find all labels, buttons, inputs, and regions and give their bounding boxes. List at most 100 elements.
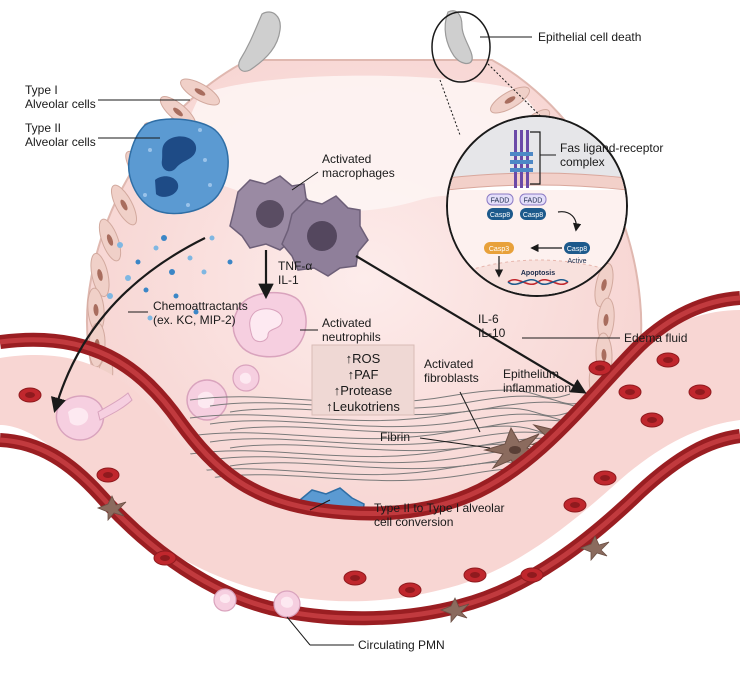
- fibrin-strand: [209, 395, 591, 410]
- chemoattractant-dot: [143, 287, 149, 293]
- activated-macrophage-2: [281, 195, 369, 277]
- leader-lines: [98, 36, 620, 646]
- type2-cell-body: [128, 118, 229, 215]
- label-fibroblasts: Activated fibroblasts: [424, 357, 479, 385]
- chemoattractant-dot: [147, 315, 153, 321]
- conversion-leader: [309, 499, 331, 511]
- casp8-left: [487, 208, 513, 220]
- type1-epithelial-cell: [90, 252, 110, 298]
- casp8-active: [564, 242, 590, 254]
- chemoattractant-dot: [201, 269, 207, 275]
- type2-alveolar-cell: [128, 118, 229, 215]
- fas-receptor: [510, 130, 533, 188]
- type1-epithelial-cell: [98, 218, 122, 262]
- casp8-active-label: Casp8: [567, 246, 587, 253]
- type1-epithelial-cell: [110, 184, 138, 226]
- mediator-item: ↑PAF: [348, 367, 379, 382]
- chemoattractant-particles: [57, 235, 233, 458]
- endothelial-cell: [96, 495, 127, 522]
- fadd-right: [519, 193, 547, 206]
- type2-cell-nucleus-2: [155, 176, 179, 197]
- circulating-pmn-2: [213, 588, 237, 612]
- label-type1: Type I Alveolar cells: [25, 83, 96, 111]
- casp8-left-label: Casp8: [490, 212, 510, 219]
- casp3-label: Casp3: [489, 246, 509, 253]
- zoom-line-left: [439, 79, 461, 136]
- endothelial-fibroblasts: [96, 495, 610, 624]
- il6-il10-arrow: [355, 255, 587, 394]
- label-epithelial-cell-death: Epithelial cell death: [538, 30, 641, 44]
- endothelial-cell: [439, 597, 470, 624]
- migrating-neutrophil-small: [232, 364, 260, 392]
- fadd-right-label: FADD: [524, 198, 543, 205]
- dead-epithelial-cell-left: [238, 11, 281, 72]
- chemoattractant-dot: [169, 269, 175, 275]
- activated-neutrophil: [232, 291, 307, 358]
- chemotaxis-arrow: [50, 237, 206, 413]
- red-blood-cell: [688, 384, 712, 400]
- red-blood-cell: [96, 467, 120, 483]
- red-blood-cell: [563, 497, 587, 513]
- label-epithelium-inflammation: Epithelium inflammation: [503, 367, 571, 395]
- label-macrophages: Activated macrophages: [322, 152, 395, 180]
- chemoattractant-dot: [173, 293, 179, 299]
- chemoattractant-dot: [227, 259, 233, 265]
- type1-epithelial-cell: [180, 78, 220, 106]
- fadd-left: [486, 193, 514, 206]
- fibrin-strand: [189, 407, 571, 422]
- chemoattractant-dot: [209, 235, 215, 241]
- label-chemoattractants: Chemoattractants (ex. KC, MIP-2): [153, 299, 251, 327]
- mediator-item: ↑ROS: [346, 351, 381, 366]
- red-blood-cell: [520, 567, 544, 583]
- red-blood-cell: [398, 582, 422, 598]
- mediator-box: ↑ROS↑PAF↑Protease↑Leukotriens: [311, 344, 415, 416]
- nucleus: [469, 259, 611, 295]
- label-type2: Type II Alveolar cells: [25, 121, 96, 149]
- type2-cell-granules: [143, 128, 212, 207]
- migrating-neutrophil: [186, 379, 228, 421]
- zoom-source-circle: [431, 11, 491, 83]
- chemoattractant-dot: [153, 245, 159, 251]
- cell-membrane: [448, 172, 626, 191]
- active-label: Active: [567, 258, 586, 265]
- chemoattractant-dot: [161, 235, 167, 241]
- chemoattractant-dot: [135, 259, 141, 265]
- label-fibrin: Fibrin: [380, 430, 410, 444]
- chemoattractant-dot: [193, 309, 199, 315]
- casp8-right-label: Casp8: [523, 212, 543, 219]
- mediator-box-bg: [311, 344, 415, 416]
- apoptosis-label: Apoptosis: [521, 270, 555, 277]
- label-edema: Edema fluid: [624, 331, 687, 345]
- red-blood-cell: [656, 352, 680, 368]
- circulating-pmn: [273, 590, 301, 618]
- casp3: [484, 242, 514, 254]
- red-blood-cell: [588, 360, 612, 376]
- fadd-left-label: FADD: [491, 198, 510, 205]
- red-blood-cell: [618, 384, 642, 400]
- casp8-activation-arrow: [557, 211, 582, 232]
- mediator-item: ↑Leukotriens: [326, 399, 400, 414]
- red-blood-cell: [593, 470, 617, 486]
- red-blood-cell: [153, 550, 177, 566]
- fibrin-strand: [189, 389, 571, 404]
- pmn-leader-a: [286, 616, 311, 646]
- type1-epithelial-cell: [594, 262, 614, 308]
- macrophage-leader: [291, 171, 319, 191]
- capillary-lumen: [0, 310, 740, 602]
- chemoattractant-dot: [117, 242, 123, 248]
- chemoattractant-dot: [107, 293, 113, 299]
- fibrin-leader: [419, 437, 491, 449]
- label-fas-complex: Fas ligand-receptor complex: [560, 141, 667, 169]
- type2-cell-nucleus: [161, 136, 197, 172]
- chemoattractant-dot: [187, 255, 193, 261]
- red-blood-cells: [18, 352, 712, 598]
- chemoattractant-dot: [125, 275, 131, 281]
- mediator-item: ↑Protease: [334, 383, 393, 398]
- capillary-wall-bottom-highlight: [0, 433, 740, 621]
- fas-bracket: [530, 131, 541, 185]
- red-blood-cell: [343, 570, 367, 586]
- label-circulating-pmn: Circulating PMN: [358, 638, 445, 652]
- label-conversion: Type II to Type I alveolar cell conversi…: [374, 501, 508, 529]
- label-tnf-il1: TNF-α IL-1: [278, 259, 316, 287]
